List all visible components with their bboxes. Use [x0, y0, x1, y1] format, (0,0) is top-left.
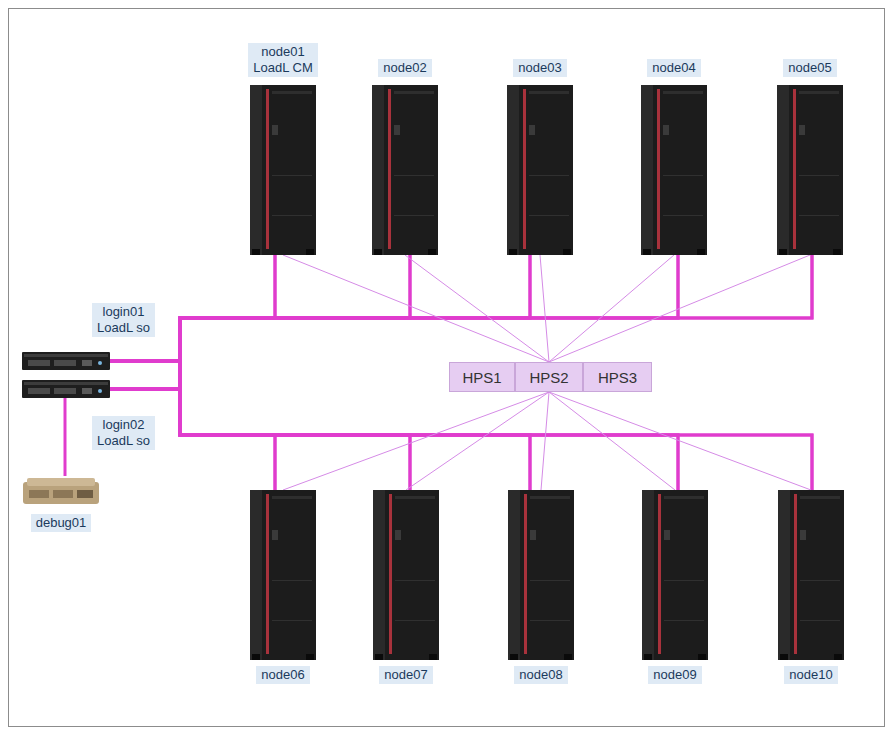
compute-node: node04 — [619, 59, 729, 255]
name-tag: login02LoadL so — [92, 416, 155, 450]
rack-cabinet — [641, 85, 707, 255]
network-link — [110, 255, 812, 361]
network-link — [110, 255, 410, 361]
compute-node: node10 — [756, 490, 866, 684]
switch-link — [283, 255, 549, 362]
rack-cabinet — [250, 490, 316, 660]
name-tag: node02 — [378, 59, 431, 77]
node-label: node02 — [383, 60, 426, 76]
network-link — [64, 398, 67, 476]
name-tag: node08 — [514, 666, 567, 684]
login-node: login01LoadL so — [20, 303, 155, 375]
rack-cabinet — [778, 490, 844, 660]
compute-node: node07 — [351, 490, 461, 684]
compute-node: node03 — [485, 59, 595, 255]
switch-box: HPS1 — [449, 362, 515, 392]
node-label: node10 — [789, 667, 832, 683]
switch-link — [406, 392, 549, 490]
network-link — [110, 255, 530, 361]
switch-box: HPS2 — [515, 362, 583, 392]
network-link — [110, 389, 678, 490]
name-tag: node01LoadL CM — [248, 43, 318, 77]
server-unit — [22, 352, 110, 370]
node-label: login02 — [97, 417, 150, 433]
node-label: node04 — [652, 60, 695, 76]
switch-box: HPS3 — [583, 362, 652, 392]
compute-node: node08 — [486, 490, 596, 684]
switch-link — [405, 255, 549, 362]
rack-cabinet — [250, 85, 316, 255]
compute-node: node02 — [350, 59, 460, 255]
rack-cabinet — [507, 85, 573, 255]
network-link — [110, 389, 530, 490]
network-link — [110, 255, 678, 361]
switch-link — [549, 255, 674, 362]
node-label: node08 — [519, 667, 562, 683]
name-tag: node09 — [648, 666, 701, 684]
switch-link — [541, 392, 549, 490]
compute-node: node05 — [755, 59, 865, 255]
rack-cabinet — [777, 85, 843, 255]
node-label: node09 — [653, 667, 696, 683]
node-label: LoadL CM — [253, 60, 313, 76]
node-label: node05 — [788, 60, 831, 76]
name-tag: login01LoadL so — [92, 303, 155, 337]
name-tag: debug01 — [31, 514, 92, 532]
name-tag: node10 — [784, 666, 837, 684]
compute-node: node09 — [620, 490, 730, 684]
network-link — [110, 389, 410, 490]
node-label: login01 — [97, 304, 150, 320]
name-tag: node05 — [783, 59, 836, 77]
node-label: LoadL so — [97, 320, 150, 336]
rack-cabinet — [508, 490, 574, 660]
node-label: node06 — [261, 667, 304, 683]
switch-link — [549, 392, 675, 490]
switch-link — [549, 392, 811, 490]
node-label: HPS1 — [462, 369, 501, 386]
node-label: node01 — [253, 44, 313, 60]
node-label: LoadL so — [97, 433, 150, 449]
node-label: node07 — [384, 667, 427, 683]
server-unit — [22, 380, 110, 398]
network-link — [110, 361, 530, 490]
node-label: HPS2 — [529, 369, 568, 386]
network-link — [110, 255, 410, 389]
network-link — [110, 255, 530, 389]
switch-link — [283, 392, 549, 490]
rack-cabinet — [372, 85, 438, 255]
network-link — [110, 361, 410, 490]
name-tag: node04 — [647, 59, 700, 77]
compute-node: node06 — [228, 490, 338, 684]
name-tag: node07 — [379, 666, 432, 684]
debug-console — [21, 476, 101, 506]
network-link — [110, 389, 812, 490]
node-label: debug01 — [36, 515, 87, 531]
node-label: node03 — [518, 60, 561, 76]
login-node: login02LoadL so — [20, 378, 155, 450]
compute-node: node01LoadL CM — [228, 43, 338, 255]
rack-cabinet — [373, 490, 439, 660]
network-link — [110, 361, 812, 490]
node-label: HPS3 — [598, 369, 637, 386]
name-tag: node06 — [256, 666, 309, 684]
switch-link — [540, 255, 549, 362]
name-tag: node03 — [513, 59, 566, 77]
rack-cabinet — [642, 490, 708, 660]
switch-link — [549, 255, 810, 362]
network-link — [110, 361, 678, 490]
debug-node: debug01 — [16, 476, 106, 532]
